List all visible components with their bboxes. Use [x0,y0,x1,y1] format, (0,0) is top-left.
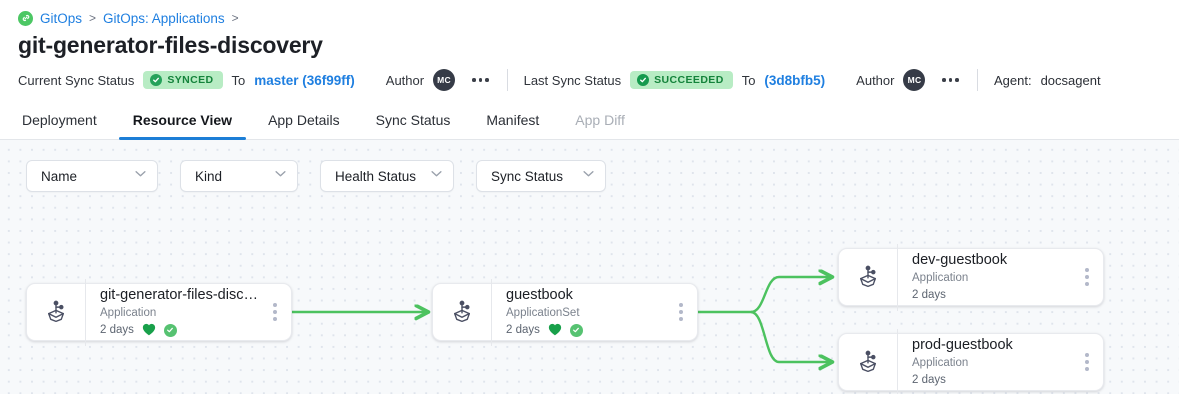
current-to-label: To [231,72,246,88]
argo-app-icon [433,299,491,325]
graph-node-dev-guestbook[interactable]: dev-guestbook Application 2 days [838,243,1104,311]
agent-group: Agent: docsagent [994,73,1101,88]
graph-node-meta: 2 days [506,322,665,339]
tab-manifest[interactable]: Manifest [486,112,540,128]
graph-node-body: git-generator-files-disco… Application 2… [85,278,259,346]
graph-node-body: guestbook ApplicationSet 2 days [491,278,665,346]
current-author-label: Author [385,72,425,88]
last-sync-status-badge-text: SUCCEEDED [654,74,724,86]
page-title: git-generator-files-discovery [18,32,323,58]
filter-kind-label: Kind [195,168,223,184]
breadcrumb-separator: > [231,11,239,25]
tab-app-details[interactable]: App Details [268,112,340,128]
last-to-label: To [741,72,756,88]
agent-label: Agent: [993,72,1032,88]
chevron-down-icon [275,170,286,180]
filter-name[interactable]: Name [26,160,158,192]
edge-appset-to-dev [750,277,832,314]
graph-node-age: 2 days [912,373,946,386]
divider [976,69,978,91]
edge-appset-to-prod [750,310,832,362]
graph-edges [292,140,1179,394]
current-revision-link[interactable]: master (36f99ff) [254,72,355,88]
status-bar: Current Sync Status SYNCED To master (36… [0,60,1179,100]
graph-node-kind: Application [100,306,157,319]
breadcrumb: GitOps > GitOps: Applications > [0,0,1179,26]
resource-graph-canvas[interactable]: Name Kind Health Status Sync Status [0,140,1179,394]
health-heart-icon [548,323,562,338]
tab-deployment[interactable]: Deployment [22,112,97,128]
graph-node-age: 2 days [100,323,134,336]
tab-resource-view[interactable]: Resource View [115,112,250,140]
sync-status-icon [163,323,177,337]
agent-value: docsagent [1040,72,1101,88]
argo-app-icon [27,299,85,325]
breadcrumb-item-gitops[interactable]: GitOps [40,10,83,26]
gitops-icon [18,10,33,26]
breadcrumb-separator: > [89,11,97,25]
filter-sync-status-label: Sync Status [491,168,564,184]
tab-app-diff: App Diff [575,112,625,128]
current-sync-status-badge-text: SYNCED [167,74,214,86]
graph-node-git-generator-files-discovery[interactable]: git-generator-files-disco… Application 2… [26,278,292,346]
breadcrumb-item-applications[interactable]: GitOps: Applications [103,10,225,26]
chevron-down-icon [583,170,594,180]
graph-node-prod-guestbook[interactable]: prod-guestbook Application 2 days [838,328,1104,394]
more-vertical-icon[interactable] [665,303,697,321]
graph-node-meta: 2 days [912,372,1071,389]
chevron-down-icon [431,170,442,180]
graph-node-meta: 2 days [100,322,259,339]
graph-node-title: guestbook [506,286,573,303]
graph-node-age: 2 days [506,323,540,336]
graph-node-title: git-generator-files-disco… [100,286,259,303]
last-sync-status-label: Last Sync Status [523,72,622,88]
more-vertical-icon[interactable] [1071,353,1103,371]
tab-bar: Deployment Resource View App Details Syn… [0,100,1179,140]
sync-status-icon [569,323,583,337]
graph-node-kind: Application [912,271,969,284]
more-horizontal-icon[interactable] [470,76,491,84]
avatar[interactable]: MC [903,69,926,91]
check-circle-icon [637,74,650,86]
current-sync-status-label: Current Sync Status [18,72,135,88]
graph-node-kind: Application [912,356,969,369]
chevron-down-icon [135,170,146,180]
check-circle-icon [150,74,163,86]
more-horizontal-icon[interactable] [940,76,961,84]
filter-kind[interactable]: Kind [180,160,298,192]
tab-sync-status[interactable]: Sync Status [375,112,451,128]
graph-node-body: dev-guestbook Application 2 days [897,243,1071,311]
filter-name-label: Name [41,168,78,184]
divider [506,69,508,91]
graph-node-title: prod-guestbook [912,336,1013,353]
graph-node-meta: 2 days [912,287,1071,304]
last-revision-link[interactable]: (3d8bfb5) [764,72,826,88]
graph-node-age: 2 days [912,288,946,301]
graph-node-guestbook[interactable]: guestbook ApplicationSet 2 days [432,278,698,346]
filter-bar: Name Kind Health Status Sync Status [26,160,606,192]
current-sync-status-badge: SYNCED [143,71,223,89]
graph-node-title: dev-guestbook [912,251,1008,268]
last-author-label: Author [856,72,895,88]
filter-sync-status[interactable]: Sync Status [476,160,606,192]
more-vertical-icon[interactable] [259,303,291,321]
avatar[interactable]: MC [433,69,456,91]
graph-node-body: prod-guestbook Application 2 days [897,328,1071,394]
argo-app-icon [839,349,897,375]
filter-health-status[interactable]: Health Status [320,160,454,192]
current-sync-status-group: Current Sync Status SYNCED To master (36… [18,69,491,91]
last-sync-status-group: Last Sync Status SUCCEEDED To (3d8bfb5) … [524,69,961,91]
more-vertical-icon[interactable] [1071,268,1103,286]
argo-app-icon [839,264,897,290]
health-heart-icon [142,323,156,338]
last-sync-status-badge: SUCCEEDED [630,71,733,89]
filter-health-status-label: Health Status [335,168,417,184]
graph-node-kind: ApplicationSet [506,306,580,319]
